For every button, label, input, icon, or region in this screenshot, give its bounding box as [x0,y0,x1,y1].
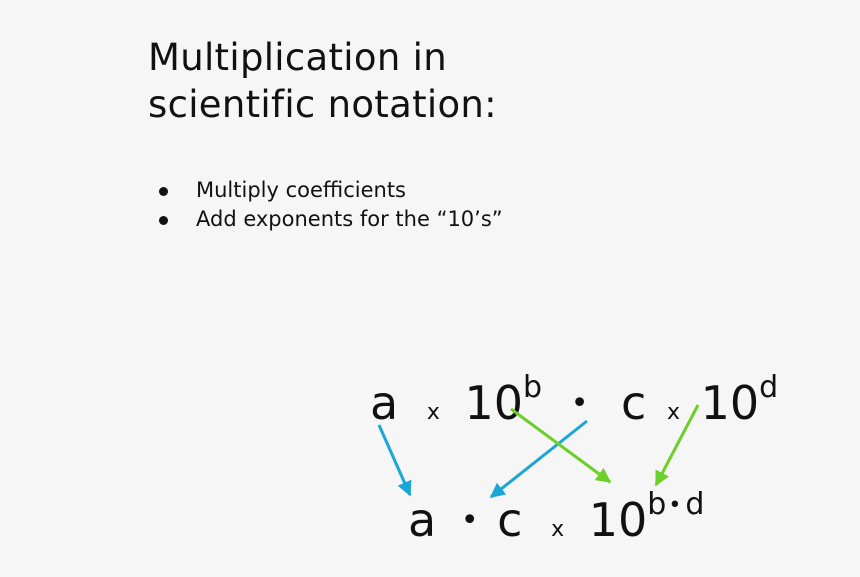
exponent-b: b [647,487,667,522]
list-item: Add exponents for the “10’s” [156,205,503,234]
list-item: Multiply coefficients [156,176,503,205]
exponent-multiply-dot: • [668,493,682,518]
coefficient-c: c [621,376,647,430]
arrow-d-icon [654,404,700,487]
base-ten: 10 [588,493,648,547]
exponent-b: b [523,370,543,405]
top-formula: a x 10b • c x 10d [370,373,778,430]
arrow-b-icon [510,407,612,484]
exponent-d: d [685,487,705,522]
times-sign: x [551,517,565,542]
multiply-dot: • [570,386,589,421]
multiply-dot: • [460,503,479,538]
times-sign: x [426,400,440,425]
coefficient-a: a [408,493,437,547]
title-line-1: Multiplication in [148,36,447,79]
title-line-2: scientific notation: [148,83,497,126]
coefficient-a: a [370,376,399,430]
bottom-formula: a • c x 10b•d [408,490,704,547]
base-ten: 10 [700,376,760,430]
arrow-c-icon [489,419,588,499]
base-ten: 10 [464,376,524,430]
coefficient-c: c [497,493,523,547]
times-sign: x [666,400,680,425]
page-title: Multiplication in scientific notation: [148,34,497,128]
exponent-d: d [759,370,779,405]
arrow-a-icon [377,424,412,497]
rules-list: Multiply coefficients Add exponents for … [156,176,503,234]
